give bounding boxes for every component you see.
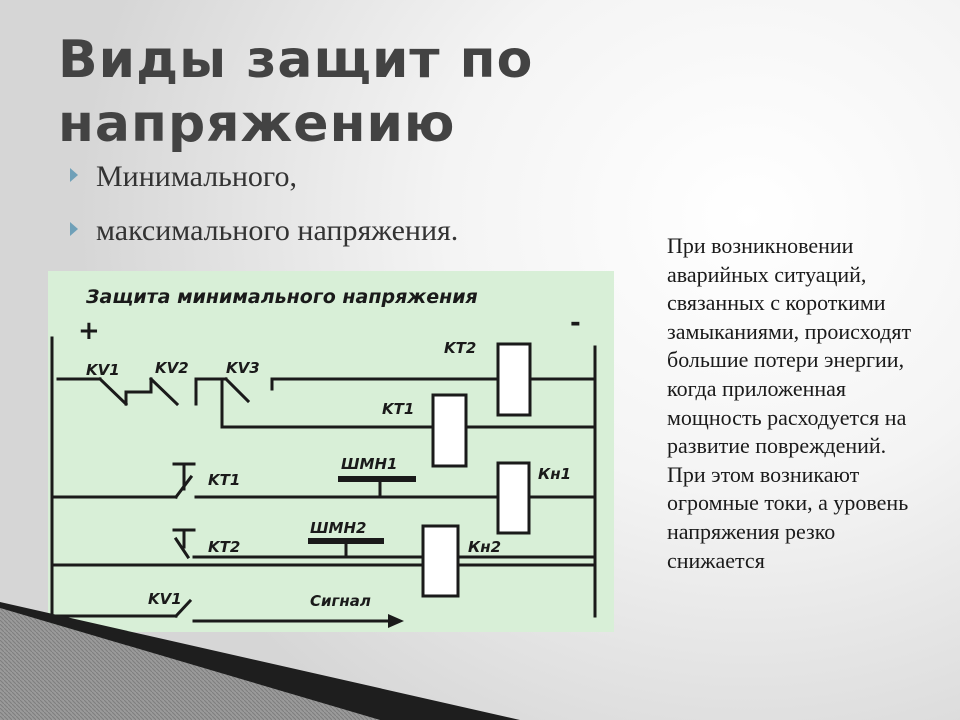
bullet-list: Минимального, максимального напряжения.: [70, 162, 458, 270]
minus-sign: -: [570, 308, 581, 338]
kv2-label: KV2: [155, 359, 189, 377]
kt2-coil-label: KT2: [444, 339, 476, 357]
shmn1-label: ШМН1: [341, 455, 397, 473]
kt1-coil-label: KT1: [382, 400, 414, 418]
kt1-contact-label: KT1: [208, 471, 240, 489]
kv2-contact: [148, 376, 180, 407]
side-paragraph: При возникновении аварийных ситуаций, св…: [667, 233, 912, 573]
kv1-contact: [97, 376, 129, 407]
bullet-arrow-icon: [70, 222, 78, 236]
circuit-svg: Защита минимального напряжения + -: [50, 286, 597, 628]
bullet-item: максимального напряжения.: [70, 216, 458, 246]
kt2-coil: [496, 342, 532, 417]
decorative-stripe: [0, 602, 520, 720]
kt1-coil: [431, 393, 468, 468]
shmn2-label: ШМН2: [310, 519, 366, 537]
kt2-contact-label: KT2: [208, 538, 240, 556]
kn1-coil: [496, 461, 531, 535]
kv3-contact: [223, 376, 251, 404]
stripe-dark: [0, 602, 520, 720]
rung-kn1: [50, 462, 597, 500]
diagram-title: Защита минимального напряжения: [85, 286, 478, 308]
bullet-text: Минимального,: [96, 160, 297, 193]
circuit-diagram: Защита минимального напряжения + -: [48, 271, 614, 632]
shmn2-bar: [308, 538, 384, 544]
kv1-signal-contact: [173, 598, 193, 619]
kv1-signal-label: KV1: [148, 590, 182, 608]
plus-sign: +: [78, 316, 100, 346]
kn2-coil: [421, 524, 460, 598]
slide-title: Виды защит по напряжению: [58, 30, 534, 154]
shmn1-bar: [338, 476, 416, 482]
rung-kt1: [220, 379, 597, 429]
bullet-text: максимального напряжения.: [96, 214, 459, 247]
rung-kt2: [56, 376, 597, 407]
rung-signal: [50, 598, 390, 623]
signal-arrow-icon: [388, 614, 404, 628]
rung-kn2: [50, 528, 597, 567]
kt2-contact: [173, 536, 191, 560]
kv3-label: KV3: [226, 359, 260, 377]
bullet-arrow-icon: [70, 168, 78, 182]
kn1-label: Кн1: [538, 465, 571, 483]
bullet-item: Минимального,: [70, 162, 458, 192]
kv1-label: KV1: [86, 361, 120, 379]
kn2-label: Кн2: [468, 538, 501, 556]
signal-label: Сигнал: [310, 592, 371, 610]
